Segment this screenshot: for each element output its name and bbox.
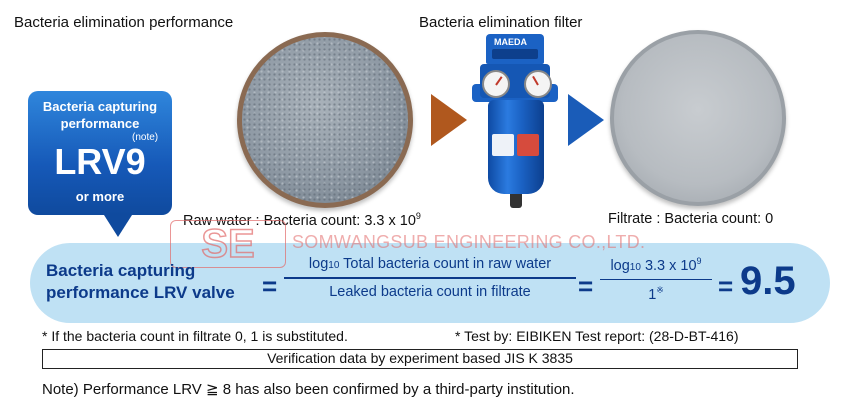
fraction-value: log10 3.3 x 109 1※ xyxy=(600,256,712,303)
fraction-main-numerator: log10 Total bacteria count in raw water xyxy=(308,256,552,272)
watermark-text: SOMWANGSUB ENGINEERING CO.,LTD. xyxy=(292,232,646,252)
verification-box: Verification data by experiment based JI… xyxy=(42,349,798,369)
formula-label-line2: performance LRV valve xyxy=(46,283,235,302)
raw-water-caption: Raw water : Bacteria count: 3.3 x 109 xyxy=(183,211,421,229)
filtrate-dish-image xyxy=(610,30,786,206)
fraction-value-numerator: log10 3.3 x 109 xyxy=(610,256,702,274)
footnote-substitution: * If the bacteria count in filtrate 0, 1… xyxy=(42,328,348,344)
arrow-right-blue-icon xyxy=(568,94,604,146)
fraction-main-denominator: Leaked bacteria count in filtrate xyxy=(329,283,531,300)
badge-line1: Bacteria capturing xyxy=(42,99,158,114)
pressure-gauge-left-icon xyxy=(482,70,510,98)
lrv-badge: Bacteria capturing performance (note) LR… xyxy=(28,91,172,215)
third-party-note: Note) Performance LRV ≧ 8 has also been … xyxy=(42,381,575,398)
filter-brand-label: MAEDA xyxy=(494,37,527,47)
badge-sub: or more xyxy=(75,189,125,204)
fraction-main: log10 Total bacteria count in raw water … xyxy=(284,256,576,300)
formula-band xyxy=(30,243,830,323)
filter-heading: Bacteria elimination filter xyxy=(419,14,583,31)
badge-pointer xyxy=(104,215,132,237)
watermark-logo: SE xyxy=(170,220,286,268)
equals-sign-2: = xyxy=(578,271,594,301)
footnote-test: * Test by: EIBIKEN Test report: (28-D-BT… xyxy=(455,328,739,344)
raw-water-dish-image xyxy=(237,32,413,208)
pressure-gauge-right-icon xyxy=(524,70,552,98)
equals-sign-3: = xyxy=(718,271,734,301)
formula-label-line1: Bacteria capturing xyxy=(46,261,196,280)
bacteria-filter-image: MAEDA xyxy=(470,34,562,212)
filtrate-caption: Filtrate : Bacteria count: 0 xyxy=(608,211,774,227)
fraction-value-denominator: 1※ xyxy=(648,285,664,304)
badge-line2: performance xyxy=(60,116,140,131)
arrow-right-brown-icon xyxy=(431,94,467,146)
badge-big-value: LRV9 xyxy=(54,141,146,182)
performance-heading: Bacteria elimination performance xyxy=(14,14,234,31)
verification-text: Verification data by experiment based JI… xyxy=(267,350,573,366)
lrv-result: 9.5 xyxy=(740,259,796,303)
badge-note: (note) xyxy=(132,132,159,143)
equals-sign-1: = xyxy=(262,271,278,301)
